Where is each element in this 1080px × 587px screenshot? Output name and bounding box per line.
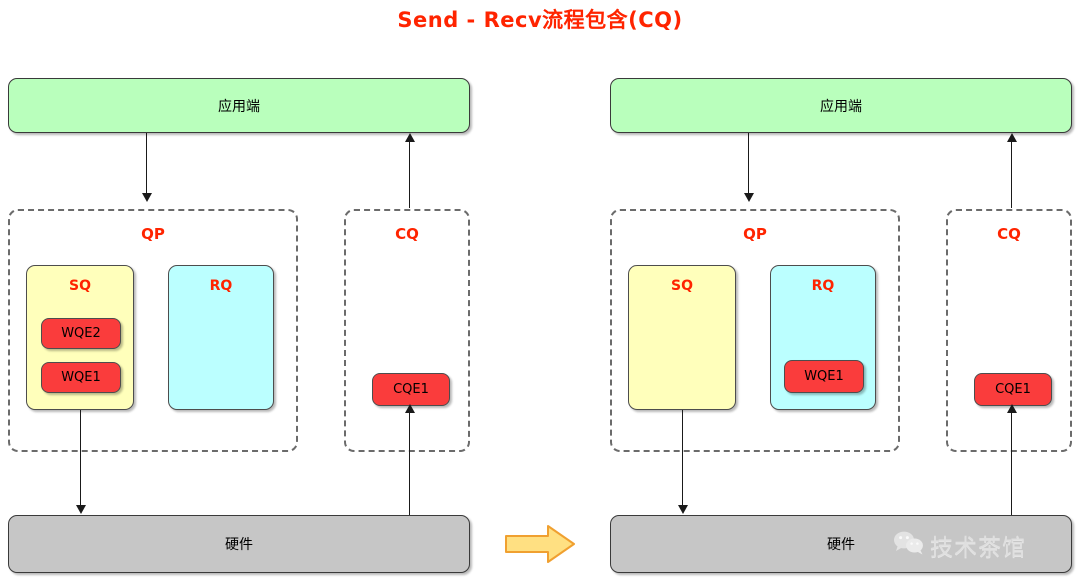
left-sq-box: SQ WQE2 WQE1 xyxy=(26,265,134,410)
wechat-icon xyxy=(893,530,925,561)
left-application-label: 应用端 xyxy=(218,98,260,115)
left-sq-entry-1: WQE1 xyxy=(41,362,121,393)
watermark: 技术茶馆 xyxy=(893,528,1026,562)
left-sq-entry-0: WQE2 xyxy=(41,318,121,349)
left-qp-container: QP xyxy=(8,209,298,452)
right-rq-box: RQ WQE1 xyxy=(770,265,876,410)
right-cq-label: CQ xyxy=(997,225,1021,243)
right-application-box: 应用端 xyxy=(610,78,1072,133)
left-qp-label: QP xyxy=(141,225,165,243)
right-cq-entry-0: CQE1 xyxy=(974,373,1052,406)
right-rq-label: RQ xyxy=(811,278,835,294)
diagram-title: Send - Recv流程包含(CQ) xyxy=(397,8,683,32)
left-rq-box: RQ xyxy=(168,265,274,410)
left-cq-label: CQ xyxy=(395,225,419,243)
left-rq-label: RQ xyxy=(209,278,233,294)
right-qp-label: QP xyxy=(743,225,767,243)
right-sq-label: SQ xyxy=(671,278,693,294)
left-cq-entry-0: CQE1 xyxy=(372,373,450,406)
right-qp-container: QP xyxy=(610,209,900,452)
right-cq-container: CQ CQE1 xyxy=(946,209,1072,452)
right-arrow-icon xyxy=(504,523,576,565)
right-application-label: 应用端 xyxy=(820,98,862,115)
right-sq-box: SQ xyxy=(628,265,736,410)
left-sq-label: SQ xyxy=(69,278,91,294)
left-cq-container: CQ CQE1 xyxy=(344,209,470,452)
left-hardware-label: 硬件 xyxy=(225,537,253,553)
left-hardware-box: 硬件 xyxy=(8,515,470,573)
right-hardware-box: 硬件 xyxy=(610,515,1072,573)
left-application-box: 应用端 xyxy=(8,78,470,133)
right-rq-entry-0: WQE1 xyxy=(784,360,864,393)
watermark-text: 技术茶馆 xyxy=(930,535,1026,561)
right-hardware-label: 硬件 xyxy=(827,537,855,553)
